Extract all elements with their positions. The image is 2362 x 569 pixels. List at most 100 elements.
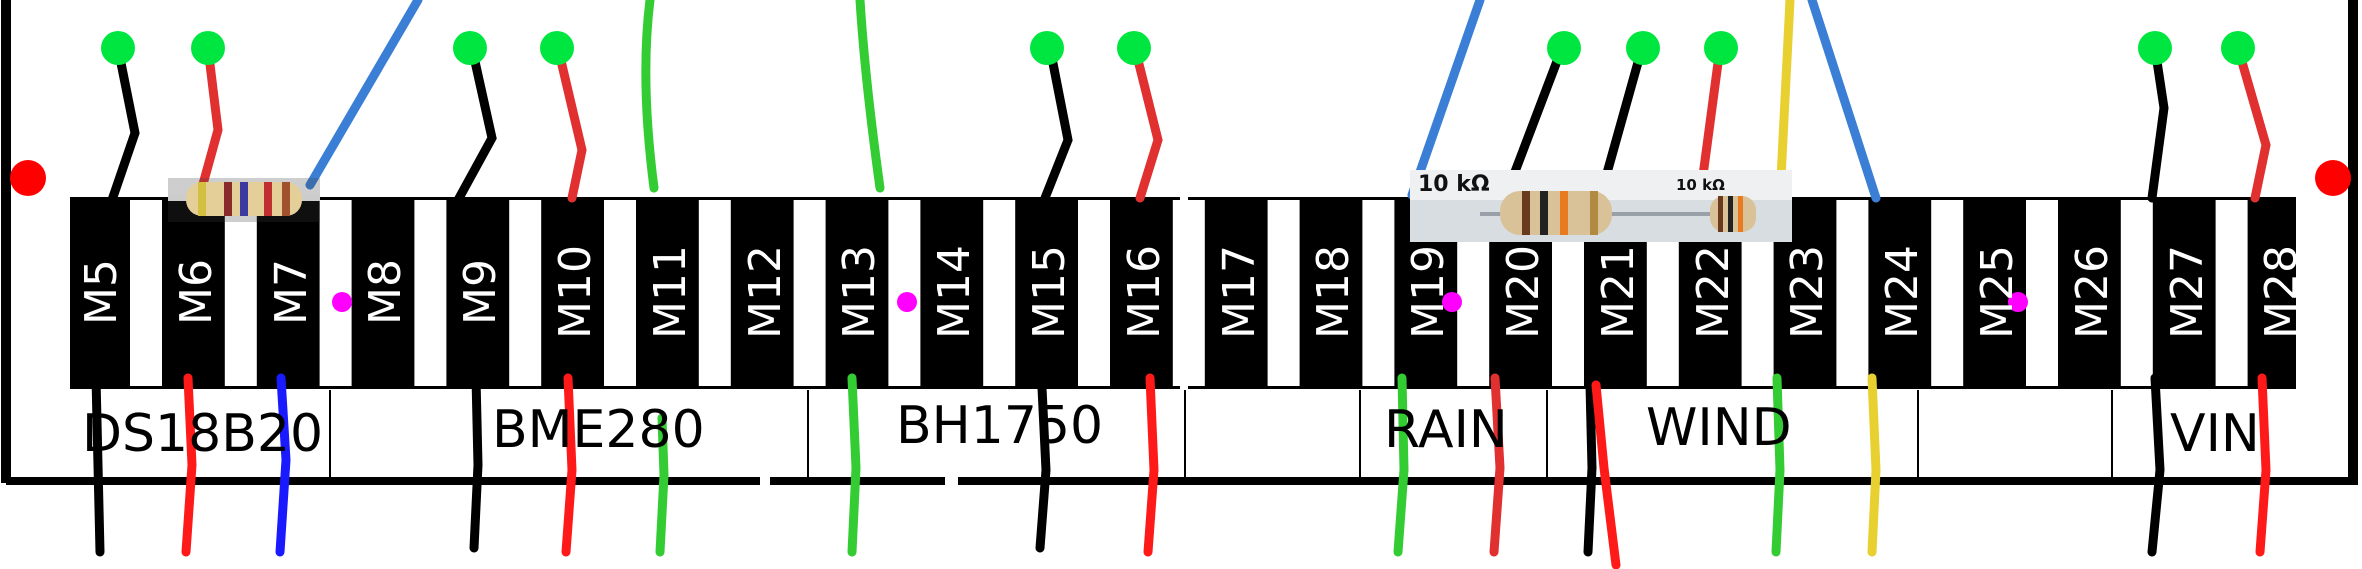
wire-red bbox=[2255, 373, 2271, 557]
pin-label-m12: M12 bbox=[739, 245, 791, 339]
wire-red bbox=[195, 43, 223, 200]
pin-label-m25: M25 bbox=[1971, 245, 2023, 339]
wire-green bbox=[655, 413, 669, 557]
wire-black bbox=[2147, 43, 2169, 203]
wire-black bbox=[453, 43, 497, 205]
bottom-wires bbox=[91, 373, 2271, 569]
wire-red bbox=[553, 43, 587, 203]
header-gap bbox=[1931, 200, 1964, 386]
pad bbox=[2221, 31, 2255, 65]
wire-red bbox=[2233, 43, 2271, 203]
pad bbox=[453, 31, 487, 65]
resistor-photo-panel bbox=[1410, 170, 1792, 242]
pad bbox=[540, 31, 574, 65]
header-gap bbox=[1078, 200, 1110, 386]
pin-label-m11: M11 bbox=[644, 245, 696, 339]
pin-label-m27: M27 bbox=[2161, 245, 2213, 339]
group-label-rain: RAIN bbox=[1384, 400, 1508, 460]
pad bbox=[2138, 31, 2172, 65]
pin-label-m9: M9 bbox=[455, 259, 507, 325]
marker-dot bbox=[2008, 292, 2028, 312]
wire-yellow bbox=[1775, 0, 1795, 203]
pin-label-m17: M17 bbox=[1213, 245, 1265, 339]
pin-label-m14: M14 bbox=[929, 245, 981, 339]
pin-label-m6: M6 bbox=[170, 259, 222, 325]
wire-blue bbox=[1807, 0, 1881, 203]
header-gap bbox=[983, 200, 1016, 386]
pin-label-m20: M20 bbox=[1497, 245, 1549, 339]
header-gap bbox=[130, 200, 162, 386]
wire-red bbox=[181, 373, 197, 557]
header-gap bbox=[1362, 200, 1395, 386]
header-gap bbox=[793, 200, 826, 386]
pin-label-m21: M21 bbox=[1592, 245, 1644, 339]
resistor-large-label: 10 kΩ bbox=[1418, 172, 1490, 197]
header-gap bbox=[604, 200, 636, 386]
resistor-small-label: 10 kΩ bbox=[1676, 176, 1725, 194]
group-label-bme280: BME280 bbox=[492, 400, 705, 460]
wire-red bbox=[561, 373, 577, 557]
header-gap bbox=[1267, 200, 1300, 386]
wire-yellow bbox=[1867, 373, 1881, 557]
header-gap bbox=[224, 200, 257, 386]
header-gap bbox=[698, 200, 731, 386]
wire-red bbox=[1489, 373, 1505, 557]
wire-green bbox=[855, 0, 885, 193]
wire-black bbox=[107, 43, 140, 205]
wire-green bbox=[1771, 373, 1785, 557]
pin-label-m5: M5 bbox=[75, 259, 127, 325]
header-gap bbox=[2120, 200, 2153, 386]
wire-dark-blue bbox=[275, 373, 291, 557]
pad bbox=[101, 31, 135, 65]
board-frame bbox=[1, 0, 2358, 485]
wire-black bbox=[91, 373, 105, 557]
group-label-ds18b20: DS18B20 bbox=[82, 404, 324, 464]
pin-label-m24: M24 bbox=[1877, 245, 1929, 339]
pad bbox=[1626, 31, 1660, 65]
pin-label-m10: M10 bbox=[549, 245, 601, 339]
group-label-wind: WIND bbox=[1646, 398, 1792, 458]
wire-green bbox=[847, 373, 861, 557]
header-gap bbox=[1172, 200, 1205, 386]
right-red-dot bbox=[2315, 160, 2351, 196]
top-wires bbox=[107, 0, 2271, 205]
pin-label-m8: M8 bbox=[360, 259, 412, 325]
wire-black bbox=[2147, 373, 2165, 557]
wire-black bbox=[469, 373, 483, 553]
wire-black bbox=[1583, 380, 1597, 557]
pad bbox=[1704, 31, 1738, 65]
pin-label-m15: M15 bbox=[1023, 245, 1075, 339]
pin-label-m13: M13 bbox=[834, 245, 886, 339]
pin-label-m26: M26 bbox=[2066, 245, 2118, 339]
pad bbox=[1117, 31, 1151, 65]
wire-green bbox=[1393, 373, 1409, 557]
marker-dot bbox=[332, 292, 352, 312]
pin-label-m23: M23 bbox=[1782, 245, 1834, 339]
pad bbox=[1547, 31, 1581, 65]
wire-red bbox=[1143, 373, 1159, 557]
marker-dot bbox=[1442, 292, 1462, 312]
pin-label-m19: M19 bbox=[1403, 245, 1455, 339]
header-gap bbox=[414, 200, 447, 386]
header-gap bbox=[319, 200, 352, 386]
header-gap bbox=[1836, 200, 1869, 386]
wire-red bbox=[1591, 380, 1621, 569]
wire-green bbox=[641, 0, 659, 193]
pin-label-m16: M16 bbox=[1118, 245, 1170, 339]
green-pads bbox=[101, 31, 2255, 65]
resistor-pull-up bbox=[168, 178, 320, 222]
header-gap bbox=[2215, 200, 2248, 386]
group-label-vin: VIN bbox=[2170, 404, 2260, 464]
pad bbox=[1030, 31, 1064, 65]
pad bbox=[191, 31, 225, 65]
pin-label-m22: M22 bbox=[1687, 245, 1739, 339]
magenta-markers bbox=[332, 292, 2028, 312]
group-dividers bbox=[329, 390, 2113, 481]
wire-blue bbox=[1407, 0, 1485, 200]
wire-blue bbox=[305, 0, 423, 190]
left-red-dot bbox=[10, 160, 46, 196]
pin-label-m28: M28 bbox=[2256, 245, 2308, 339]
header-gap bbox=[2026, 200, 2058, 386]
pin-label-m7: M7 bbox=[265, 259, 317, 325]
